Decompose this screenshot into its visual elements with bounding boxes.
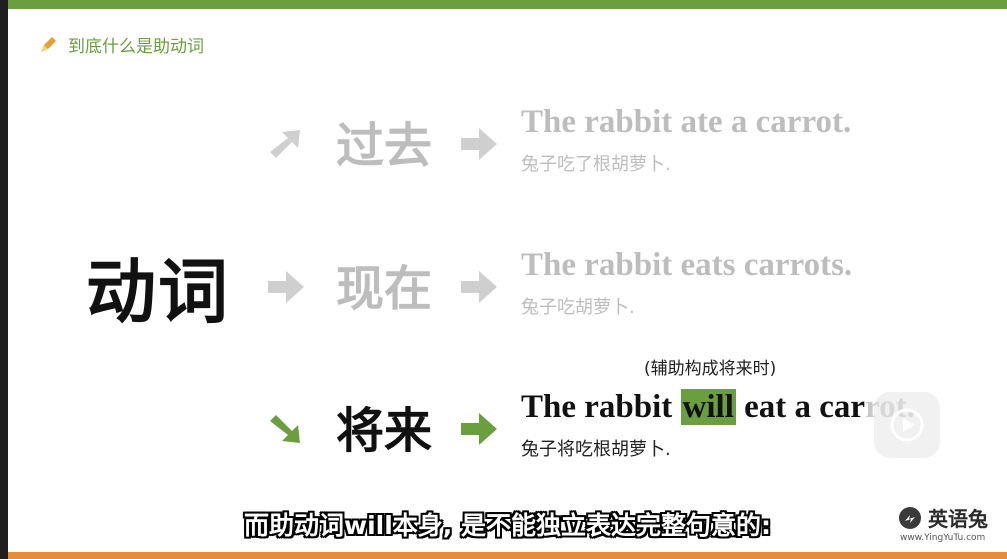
arrow-right-icon — [461, 271, 497, 303]
pencil-icon — [41, 36, 56, 52]
sentence-zh-present: 兔子吃胡萝卜. — [521, 297, 635, 318]
play-button[interactable] — [874, 392, 940, 458]
top-bar — [8, 0, 1007, 9]
play-icon — [890, 408, 924, 442]
tense-future: 将来 — [336, 403, 433, 459]
logo-name: 英语兔 — [928, 507, 988, 531]
sentence-en-future: The rabbit will eat a carrot. — [521, 389, 915, 426]
sentence-part: eat a car — [735, 389, 866, 425]
sentence-zh-past: 兔子吃了根胡萝卜. — [521, 154, 671, 175]
arrow-up-right-icon — [270, 130, 300, 158]
rabbit-logo-icon — [899, 506, 921, 529]
arrow-right-icon — [461, 413, 497, 445]
tense-present: 现在 — [336, 261, 433, 317]
brand-logo: 英语兔 www.YingYuTu.com — [898, 503, 988, 543]
arrow-right-icon — [268, 271, 304, 303]
logo-url: www.YingYuTu.com — [900, 533, 986, 543]
bottom-bar — [8, 552, 1007, 559]
logo-top: 英语兔 — [898, 503, 988, 532]
sentence-en-present: The rabbit eats carrots. — [521, 247, 853, 283]
row-past: 过去 The rabbit ate a carrot. 兔子吃了根胡萝卜. — [266, 104, 986, 204]
sentence-en-past: The rabbit ate a carrot. — [521, 104, 852, 140]
sentence-part: The rabbit — [521, 389, 681, 425]
highlight-will: will — [680, 389, 736, 425]
page-title: 到底什么是助动词 — [68, 37, 204, 57]
row-present: 现在 The rabbit eats carrots. 兔子吃胡萝卜. — [266, 247, 986, 347]
slide: 到底什么是助动词 动词 过去 The rabbit ate a carrot. … — [8, 0, 1007, 559]
sentence-zh-future: 兔子将吃根胡萝卜. — [521, 439, 671, 460]
row-future: 将来 The rabbit will eat a carrot. 兔子将吃根胡萝… — [266, 389, 986, 489]
arrow-down-right-icon — [270, 415, 300, 443]
annotation-note: (辅助构成将来时) — [644, 359, 777, 379]
header: 到底什么是助动词 — [38, 32, 204, 57]
tense-past: 过去 — [336, 118, 433, 174]
arrow-right-icon — [461, 128, 497, 160]
main-verb: 动词 — [86, 250, 230, 333]
video-subtitle: 而助动词will本身, 是不能独立表达完整句意的: — [243, 511, 771, 540]
